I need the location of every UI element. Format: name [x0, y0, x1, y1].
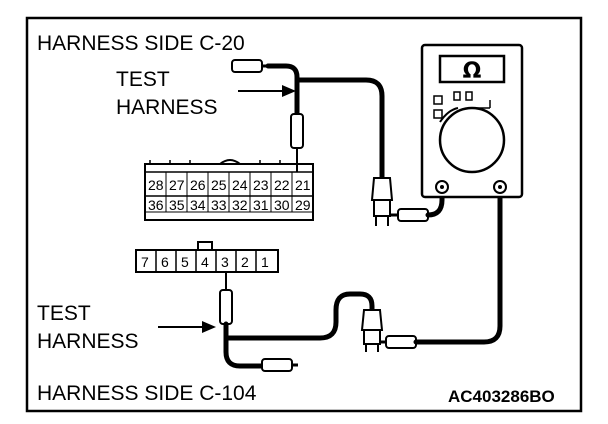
meter-dial	[438, 106, 506, 174]
ohmmeter-icon: Ω	[420, 43, 524, 199]
c20-pin-30: 30	[274, 197, 290, 213]
test-harness-bottom	[219, 185, 503, 372]
c20-pin-33: 33	[211, 197, 227, 213]
c20-pin-23: 23	[253, 177, 269, 193]
c20-pin-36: 36	[148, 197, 164, 213]
c104-pin-6: 6	[161, 254, 169, 270]
figure-code-label: AC403286BO	[448, 387, 555, 406]
test-harness-bottom-label-line1: TEST	[37, 302, 91, 325]
meter-display-symbol: Ω	[463, 59, 482, 84]
test-harness-top-label-line1: TEST	[116, 68, 170, 91]
c20-pin-28: 28	[148, 177, 164, 193]
c20-pin-27: 27	[169, 177, 185, 193]
harness-side-c104-label: HARNESS SIDE C-104	[37, 382, 257, 405]
c104-pin-1: 1	[261, 254, 269, 270]
c104-pin-2: 2	[241, 254, 249, 270]
connector-c20: 28 27 26 25 24 23 22 21 36 35 34 33 32 3…	[144, 159, 314, 221]
c20-pin-24: 24	[232, 177, 248, 193]
c20-pin-22: 22	[274, 177, 290, 193]
test-harness-bottom-label-line2: HARNESS	[37, 330, 139, 353]
c20-pin-34: 34	[190, 197, 206, 213]
c20-pin-29: 29	[295, 197, 311, 213]
leader-arrow-bottom	[158, 321, 216, 333]
test-harness-top	[231, 59, 445, 226]
c104-pin-5: 5	[181, 254, 189, 270]
c104-pin-7: 7	[141, 254, 149, 270]
c20-pin-31: 31	[253, 197, 269, 213]
test-harness-top-label-line2: HARNESS	[116, 96, 218, 119]
c104-pin-3: 3	[221, 254, 229, 270]
c20-pin-35: 35	[169, 197, 185, 213]
connector-c104: 7 6 5 4 3 2 1	[135, 241, 279, 273]
c20-pin-21: 21	[295, 177, 311, 193]
leader-arrow-top	[238, 85, 296, 97]
c20-pin-25: 25	[211, 177, 227, 193]
c20-pin-26: 26	[190, 177, 206, 193]
c20-pin-32: 32	[232, 197, 248, 213]
c104-pin-4: 4	[201, 254, 209, 270]
harness-side-c20-label: HARNESS SIDE C-20	[37, 32, 245, 55]
